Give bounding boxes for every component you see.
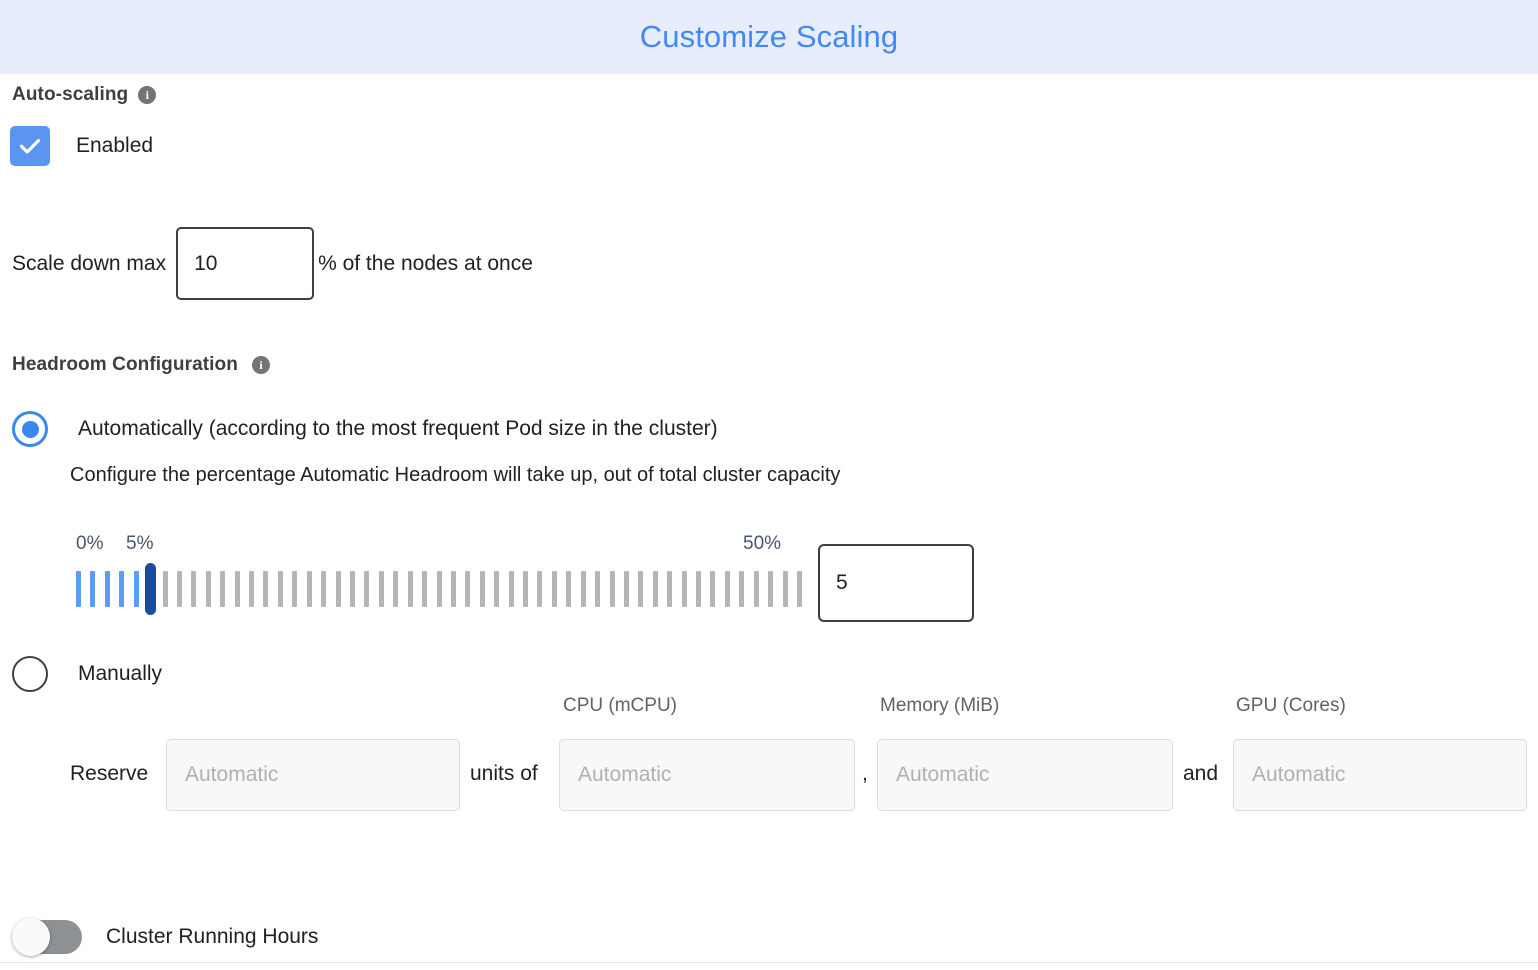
slider-tick xyxy=(349,571,355,607)
reserve-units-input[interactable] xyxy=(166,739,460,811)
slider-tick xyxy=(220,571,226,607)
slider-tick xyxy=(508,571,514,607)
headroom-option-manually[interactable]: Manually xyxy=(12,656,162,692)
slider-tick xyxy=(580,571,586,607)
slider-tick xyxy=(523,571,529,607)
slider-tick xyxy=(566,571,572,607)
slider-tick xyxy=(537,571,543,607)
reserve-memory-input[interactable] xyxy=(877,739,1173,811)
cluster-running-hours-toggle[interactable] xyxy=(12,918,82,956)
slider-tick xyxy=(119,571,125,607)
slider-max-label: 50% xyxy=(743,533,782,554)
slider-tick xyxy=(393,571,399,607)
slider-tick xyxy=(407,571,413,607)
slider-tick xyxy=(609,571,615,607)
slider-tick xyxy=(162,571,168,607)
slider-tick xyxy=(234,571,240,607)
radio-manually-label: Manually xyxy=(78,662,163,685)
info-icon[interactable]: i xyxy=(251,356,270,374)
enabled-checkbox[interactable] xyxy=(10,126,50,166)
headroom-section-header: Headroom Configuration i xyxy=(12,354,270,376)
slider-tick xyxy=(479,571,485,607)
gpu-column-header: GPU (Cores) xyxy=(1236,695,1346,716)
headroom-configuration-label: Headroom Configuration xyxy=(12,354,238,375)
cpu-column-header: CPU (mCPU) xyxy=(563,695,677,716)
reserve-fields-area: CPU (mCPU) Memory (MiB) GPU (Cores) Rese… xyxy=(0,695,1538,835)
radio-dot xyxy=(21,420,39,438)
slider-tick xyxy=(321,571,327,607)
slider-tick xyxy=(263,571,269,607)
slider-tick xyxy=(465,571,471,607)
scale-down-max-input[interactable] xyxy=(176,227,315,300)
auto-scaling-label: Auto-scaling xyxy=(12,84,129,105)
slider-tick xyxy=(797,571,802,607)
cluster-running-hours-label: Cluster Running Hours xyxy=(106,925,319,948)
radio-automatic[interactable] xyxy=(12,411,48,447)
comma-separator: , xyxy=(862,762,868,785)
auto-scaling-enabled-row[interactable]: Enabled xyxy=(10,126,153,166)
slider-tick xyxy=(292,571,298,607)
slider-tick xyxy=(436,571,442,607)
slider-tick xyxy=(494,571,500,607)
scale-down-max-row: Scale down max % of the nodes at once xyxy=(12,227,533,300)
info-icon[interactable]: i xyxy=(138,86,157,104)
enabled-label: Enabled xyxy=(76,134,154,157)
slider-tick xyxy=(335,571,341,607)
slider-tick xyxy=(249,571,255,607)
headroom-option-automatic[interactable]: Automatically (according to the most fre… xyxy=(12,411,718,447)
slider-tick xyxy=(133,571,139,607)
units-of-label: units of xyxy=(470,762,538,785)
memory-column-header: Memory (MiB) xyxy=(880,695,1000,716)
slider-tick xyxy=(205,571,211,607)
slider-tick xyxy=(378,571,384,607)
auto-scaling-section-header: Auto-scaling i xyxy=(12,84,157,106)
slider-tick xyxy=(595,571,601,607)
slider-tick xyxy=(681,571,687,607)
slider-tick xyxy=(364,571,370,607)
slider-tick xyxy=(768,571,774,607)
bottom-divider xyxy=(0,962,1538,963)
slider-tick xyxy=(753,571,759,607)
slider-tick xyxy=(652,571,658,607)
headroom-percentage-slider[interactable]: 0% 5% 50% xyxy=(0,533,1538,643)
slider-track[interactable] xyxy=(76,563,802,615)
slider-tick xyxy=(191,571,197,607)
cluster-running-hours-row[interactable]: Cluster Running Hours xyxy=(12,918,319,956)
slider-tick xyxy=(638,571,644,607)
slider-tick xyxy=(696,571,702,607)
radio-manually[interactable] xyxy=(12,656,48,692)
slider-tick xyxy=(277,571,283,607)
slider-current-label: 5% xyxy=(126,533,154,554)
slider-tick xyxy=(306,571,312,607)
scale-down-max-suffix: % of the nodes at once xyxy=(318,251,533,275)
reserve-cpu-input[interactable] xyxy=(559,739,855,811)
page-title: Customize Scaling xyxy=(639,19,899,54)
slider-tick xyxy=(422,571,428,607)
slider-tick xyxy=(667,571,673,607)
slider-tick xyxy=(623,571,629,607)
headroom-help-text: Configure the percentage Automatic Headr… xyxy=(70,464,841,486)
slider-tick xyxy=(450,571,456,607)
headroom-percentage-input[interactable] xyxy=(818,544,974,622)
slider-thumb[interactable] xyxy=(145,563,157,615)
and-label: and xyxy=(1183,762,1219,785)
slider-tick xyxy=(710,571,716,607)
reserve-label: Reserve xyxy=(70,762,149,785)
radio-automatic-label: Automatically (according to the most fre… xyxy=(78,417,718,440)
slider-tick xyxy=(782,571,788,607)
slider-min-label: 0% xyxy=(76,533,104,554)
toggle-knob xyxy=(12,918,50,956)
reserve-gpu-input[interactable] xyxy=(1233,739,1527,811)
slider-tick xyxy=(76,571,81,607)
slider-tick xyxy=(551,571,557,607)
dialog-header: Customize Scaling xyxy=(0,0,1538,74)
scale-down-max-label: Scale down max xyxy=(12,251,167,275)
slider-tick xyxy=(104,571,110,607)
slider-tick xyxy=(739,571,745,607)
slider-tick xyxy=(724,571,730,607)
slider-tick xyxy=(90,571,96,607)
slider-tick xyxy=(176,571,182,607)
